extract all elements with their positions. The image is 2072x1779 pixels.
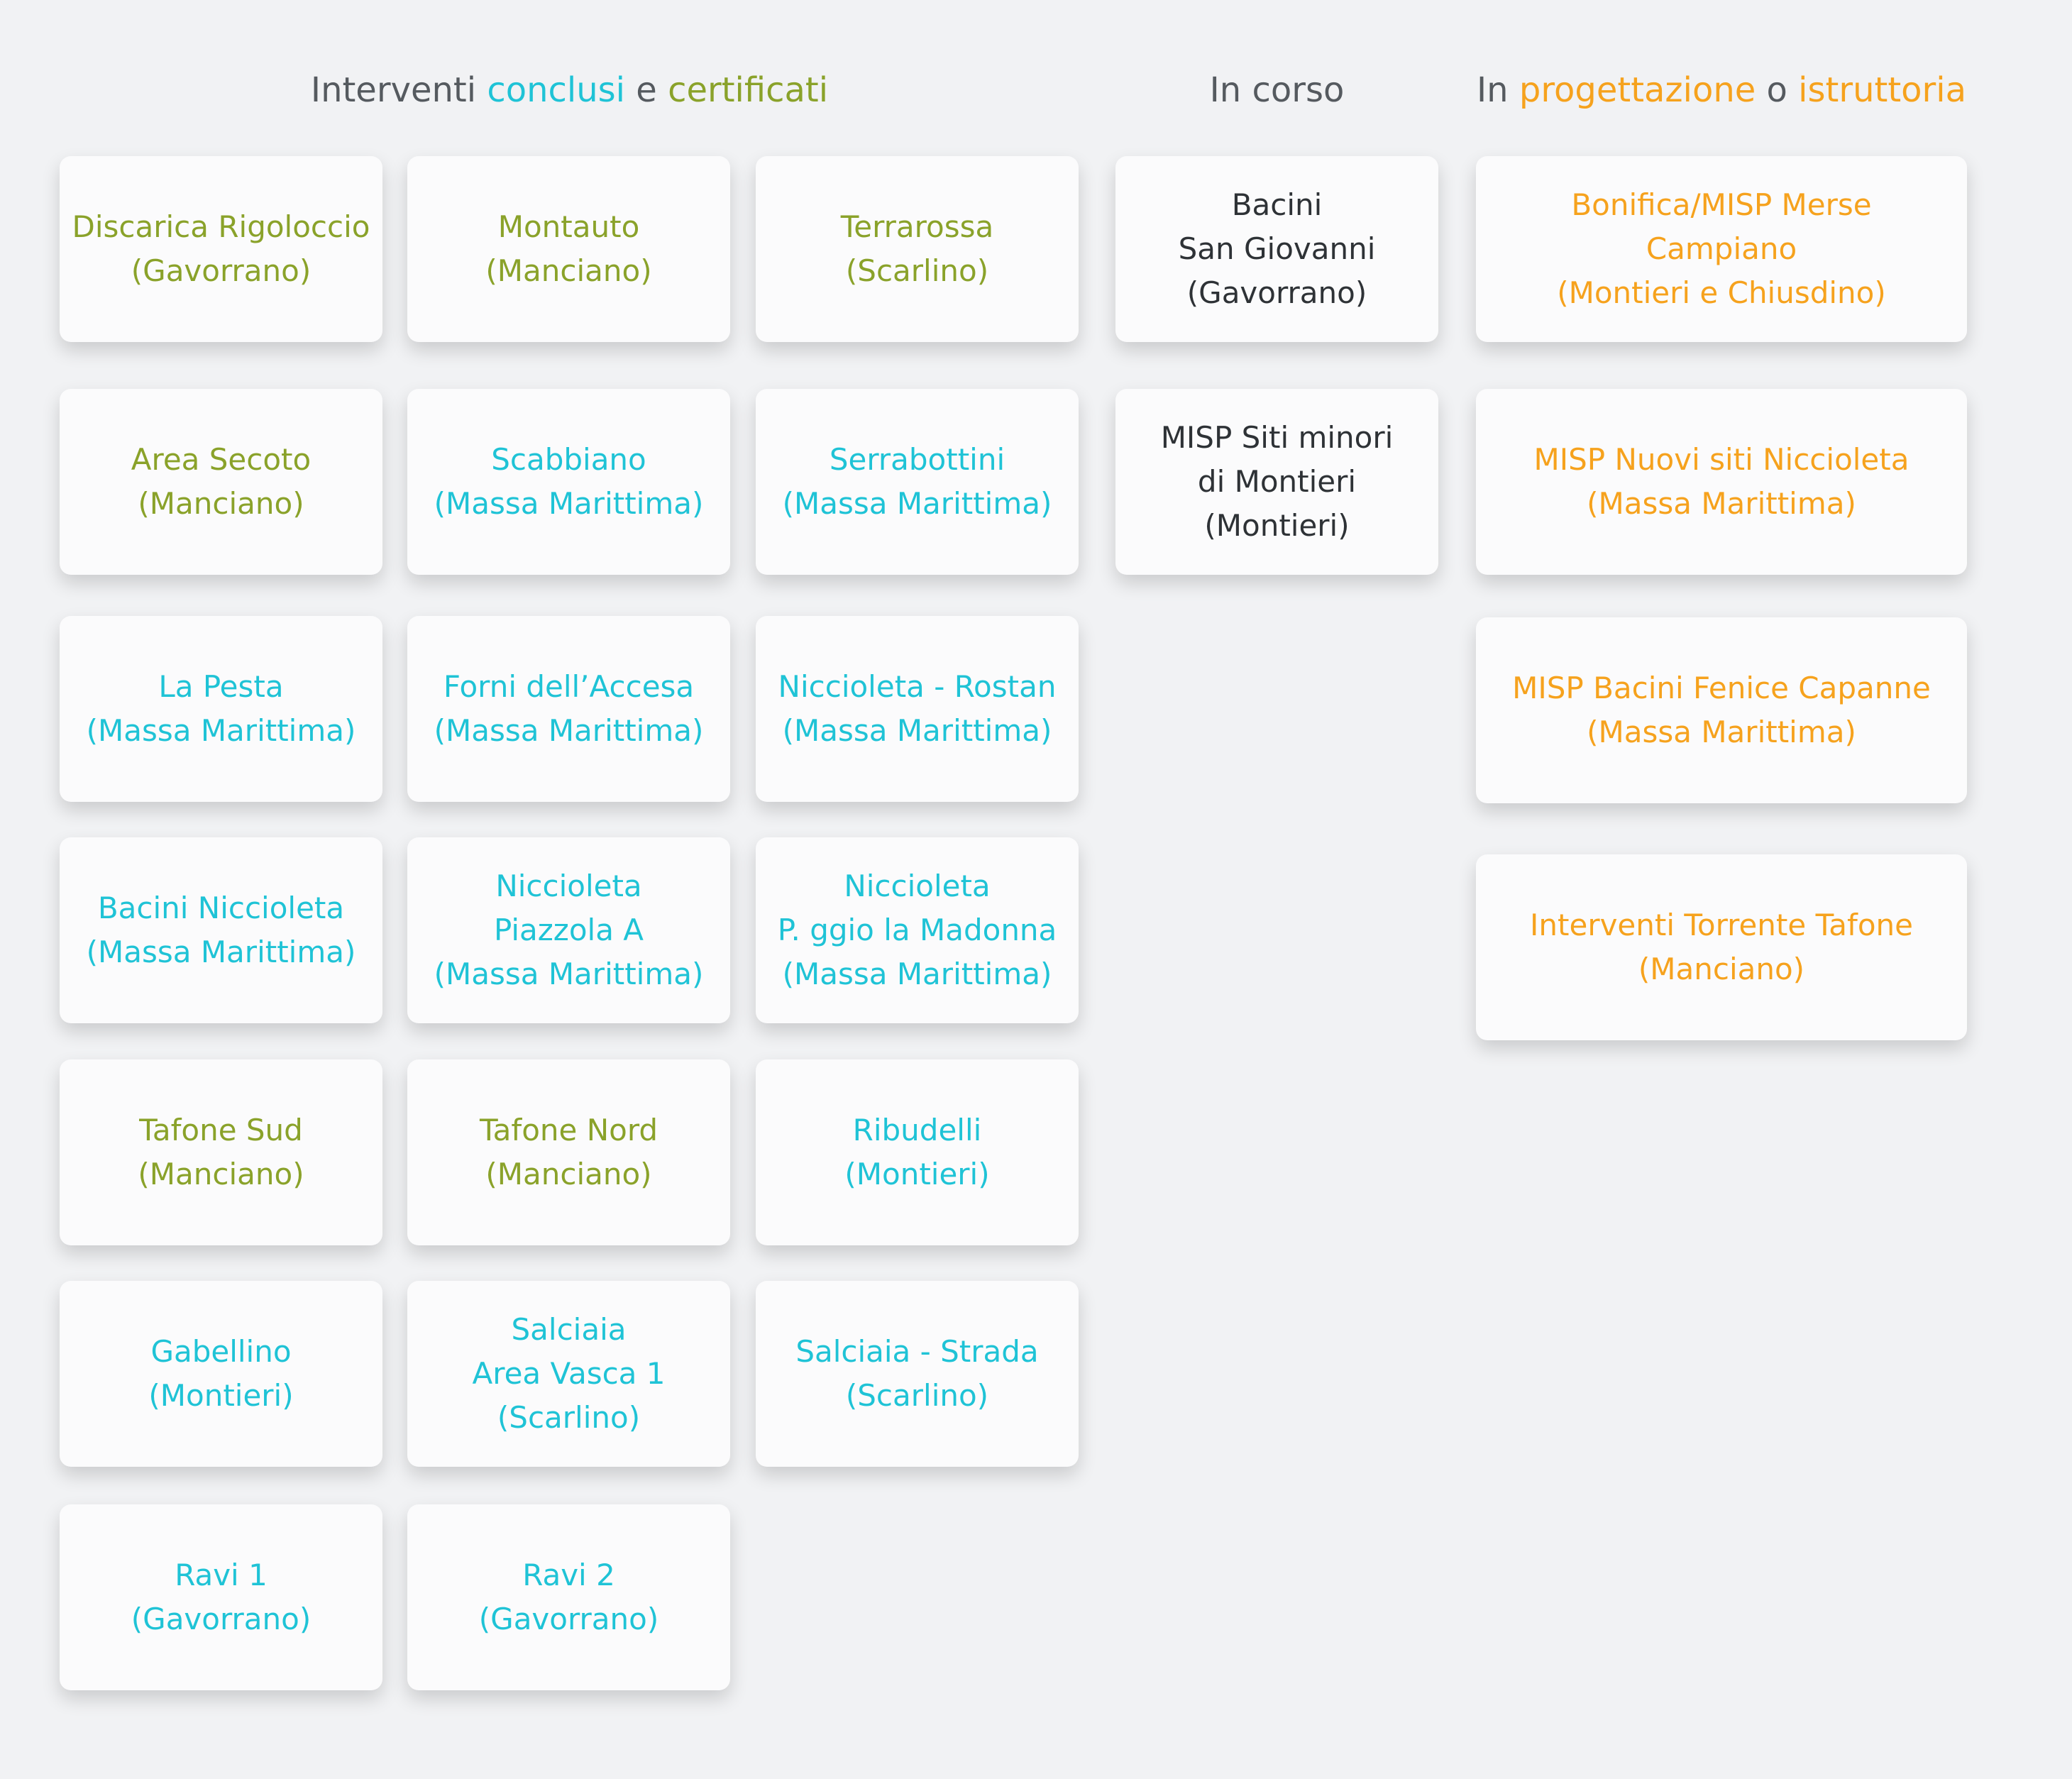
planning-card: Bonifica/MISP Merse Campiano (Montieri e… xyxy=(1476,156,1967,342)
in-progress-card: Bacini San Giovanni (Gavorrano) xyxy=(1115,156,1438,342)
intervention-card: Niccioleta - Rostan (Massa Marittima) xyxy=(756,616,1079,802)
header-planning-prefix: In xyxy=(1477,70,1519,110)
planning-card: MISP Nuovi siti Niccioleta (Massa Maritt… xyxy=(1476,389,1967,575)
intervention-card: Discarica Rigoloccio (Gavorrano) xyxy=(60,156,382,342)
intervention-card: Salciaia - Strada (Scarlino) xyxy=(756,1281,1079,1467)
intervention-card: Bacini Niccioleta (Massa Marittima) xyxy=(60,837,382,1023)
header-planning: In progettazione o istruttoria xyxy=(1476,65,1967,115)
intervention-card: La Pesta (Massa Marittima) xyxy=(60,616,382,802)
header-completed-mid: e xyxy=(625,70,668,110)
planning-card: Interventi Torrente Tafone (Manciano) xyxy=(1476,854,1967,1040)
header-planning-mid: o xyxy=(1756,70,1799,110)
header-in-progress-label: In corso xyxy=(1209,70,1345,110)
header-in-progress: In corso xyxy=(1115,65,1438,115)
intervention-card: Ravi 1 (Gavorrano) xyxy=(60,1504,382,1690)
intervention-card: Niccioleta P. ggio la Madonna (Massa Mar… xyxy=(756,837,1079,1023)
intervention-card: Montauto (Manciano) xyxy=(407,156,730,342)
intervention-card: Gabellino (Montieri) xyxy=(60,1281,382,1467)
header-completed-certified: certificati xyxy=(668,70,829,110)
in-progress-card: MISP Siti minori di Montieri (Montieri) xyxy=(1115,389,1438,575)
intervention-card: Ribudelli (Montieri) xyxy=(756,1059,1079,1245)
header-planning-design: progettazione xyxy=(1519,70,1756,110)
intervention-card: Salciaia Area Vasca 1 (Scarlino) xyxy=(407,1281,730,1467)
intervention-card: Ravi 2 (Gavorrano) xyxy=(407,1504,730,1690)
intervention-card: Tafone Sud (Manciano) xyxy=(60,1059,382,1245)
intervention-card: Area Secoto (Manciano) xyxy=(60,389,382,575)
header-completed-concluded: conclusi xyxy=(487,70,626,110)
intervention-card: Tafone Nord (Manciano) xyxy=(407,1059,730,1245)
planning-card: MISP Bacini Fenice Capanne (Massa Maritt… xyxy=(1476,617,1967,803)
intervention-card: Scabbiano (Massa Marittima) xyxy=(407,389,730,575)
intervention-card: Serrabottini (Massa Marittima) xyxy=(756,389,1079,575)
intervention-card: Forni dell’Accesa (Massa Marittima) xyxy=(407,616,730,802)
header-completed-prefix: Interventi xyxy=(310,70,487,110)
header-completed: Interventi conclusi e certificati xyxy=(60,65,1079,115)
intervention-card: Terrarossa (Scarlino) xyxy=(756,156,1079,342)
intervention-card: Niccioleta Piazzola A (Massa Marittima) xyxy=(407,837,730,1023)
header-planning-review: istruttoria xyxy=(1798,70,1966,110)
